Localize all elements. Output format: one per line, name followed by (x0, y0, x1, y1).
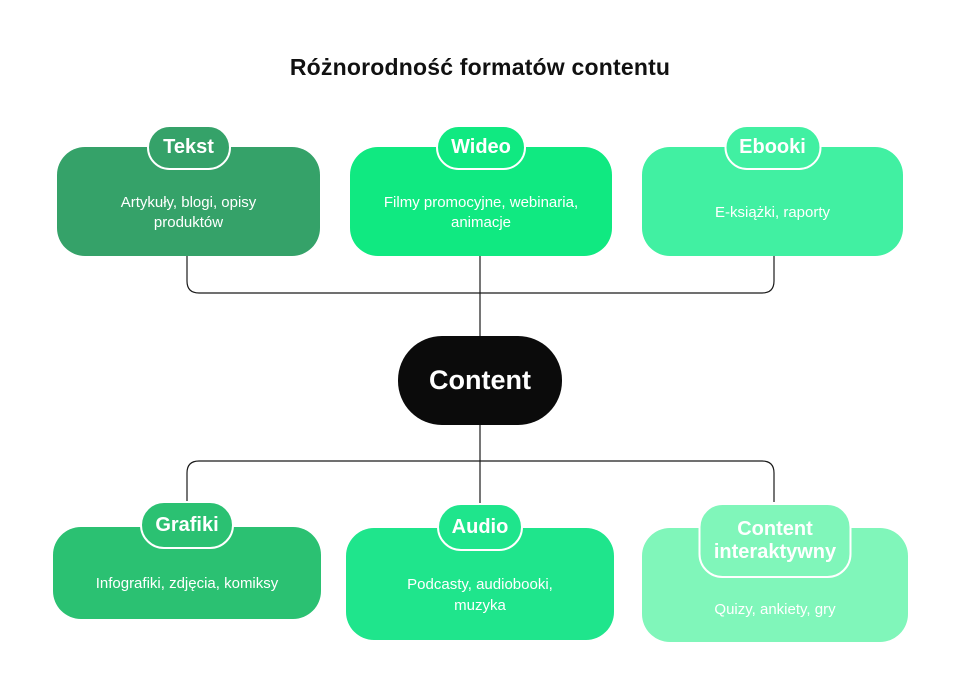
page-title: Różnorodność formatów contentu (289, 54, 671, 80)
node-wideo-label-pill: Wideo (436, 125, 526, 170)
node-ebooki-label-pill: Ebooki (724, 125, 821, 170)
node-content-interaktywny-description: Quizy, ankiety, gry (714, 600, 836, 618)
node-wideo-label: Wideo (451, 136, 511, 158)
node-tekst-label-pill: Tekst (146, 125, 231, 170)
node-grafiki-description: Infografiki, zdjęcia, komiksy (95, 574, 279, 592)
node-content-interaktywny: Content interaktywny Quizy, ankiety, gry (642, 503, 908, 642)
node-audio-description: Podcasty, audiobooki, muzyka (407, 576, 553, 614)
node-wideo: Wideo Filmy promocyjne, webinaria, anima… (350, 125, 612, 256)
node-audio-label: Audio (451, 515, 509, 538)
node-grafiki-label-pill: Grafiki (140, 501, 234, 549)
node-audio: Audio Podcasty, audiobooki, muzyka (346, 503, 614, 640)
node-wideo-description: Filmy promocyjne, webinaria, animacje (383, 193, 579, 231)
node-ebooki: Ebooki E-książki, raporty (642, 125, 903, 256)
node-audio-label-pill: Audio (437, 503, 523, 551)
node-tekst-label: Tekst (163, 136, 214, 158)
node-content-interaktywny-label: Content interaktywny (713, 517, 837, 563)
node-grafiki-label: Grafiki (155, 513, 219, 536)
center-node-content: Content (398, 336, 562, 425)
center-node-label: Content (429, 365, 531, 395)
node-ebooki-description: E-książki, raporty (714, 203, 831, 221)
node-ebooki-label: Ebooki (739, 136, 806, 158)
node-grafiki: Grafiki Infografiki, zdjęcia, komiksy (53, 501, 321, 619)
node-content-interaktywny-label-pill: Content interaktywny (698, 503, 852, 578)
node-tekst-description: Artykuły, blogi, opisy produktów (120, 193, 257, 231)
node-tekst: Tekst Artykuły, blogi, opisy produktów (57, 125, 320, 256)
